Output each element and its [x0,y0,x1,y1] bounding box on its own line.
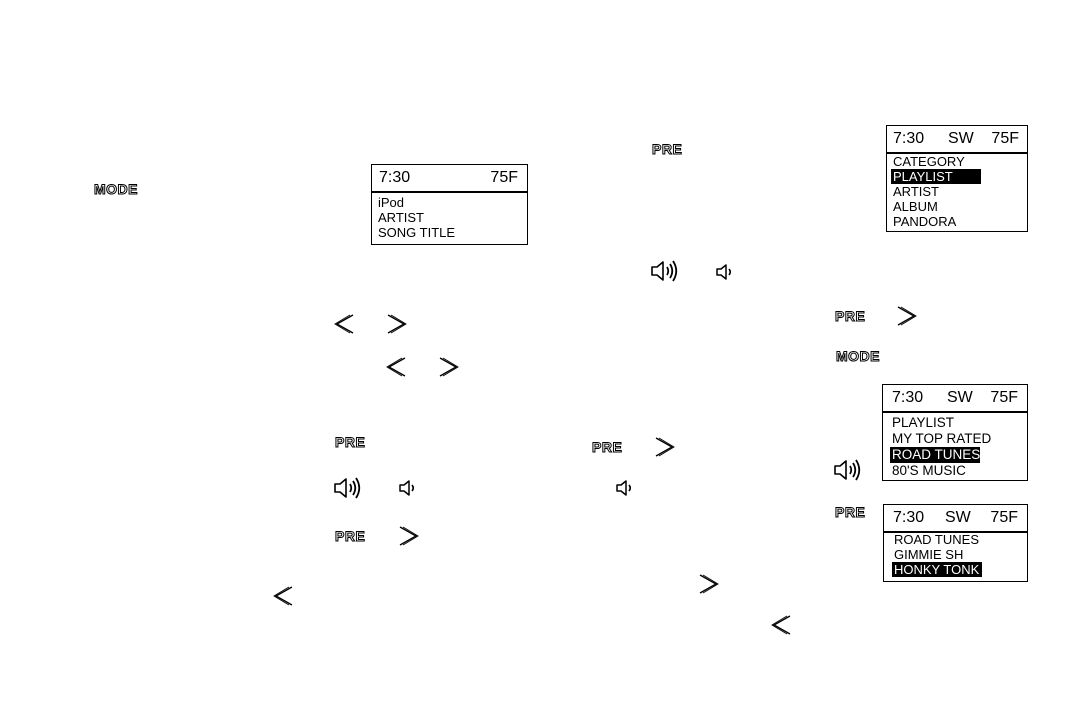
display-row-highlighted: ROAD TUNES [890,447,981,463]
display-row: iPod [378,195,405,210]
pre-label: PRE [334,434,366,450]
seek-back-icon [771,614,793,636]
display-row: ALBUM [893,199,938,214]
display-row: SONG TITLE [378,225,456,240]
display-row: PLAYLIST [892,415,955,430]
display-temperature: 75F [991,130,1019,147]
seek-forward-icon [697,573,719,595]
display-header: 7:30 SW 75F [887,126,1027,154]
display-time: 7:30 [893,130,925,147]
display-rows: ROAD TUNES GIMMIE SH HONKY TONK [892,532,1021,577]
pre-label: PRE [334,528,366,544]
display-direction: SW [945,509,971,526]
volume-up-icon [333,475,365,501]
display-time: 7:30 [379,169,411,186]
display-header: 7:30 SW 75F [884,505,1027,533]
display-tracks: 7:30 SW 75F ROAD TUNES GIMMIE SH HONKY T… [883,504,1028,582]
display-row: MY TOP RATED [892,431,992,446]
display-category: 7:30 SW 75F CATEGORY PLAYLIST ARTIST ALB… [886,125,1028,232]
display-row: ROAD TUNES [894,532,979,547]
display-row: PANDORA [893,214,957,229]
display-direction: SW [948,130,974,147]
pre-label: PRE [834,504,866,520]
display-row: GIMMIE SH [894,547,964,562]
seek-back-icon [273,585,295,607]
display-temperature: 75F [490,169,518,186]
volume-down-icon [615,477,637,499]
display-row: 80'S MUSIC [892,463,966,478]
display-direction: SW [947,389,973,406]
volume-up-icon [650,258,682,284]
display-rows: CATEGORY PLAYLIST ARTIST ALBUM PANDORA [891,154,1021,229]
display-temperature: 75F [990,389,1018,406]
mode-label: MODE [94,181,139,197]
seek-forward-icon [653,436,675,458]
seek-back-icon [334,313,356,335]
volume-down-icon [398,477,420,499]
display-playlist: 7:30 SW 75F PLAYLIST MY TOP RATED ROAD T… [882,384,1028,481]
display-time: 7:30 [892,389,924,406]
display-temperature: 75F [990,509,1018,526]
seek-forward-icon [895,305,917,327]
display-row: ARTIST [378,210,424,225]
seek-forward-icon [385,313,407,335]
display-row: ARTIST [893,184,939,199]
display-row-highlighted: HONKY TONK [892,562,1021,577]
volume-down-icon [715,261,737,283]
display-ipod: 7:30 75F iPod ARTIST SONG TITLE [371,164,528,245]
display-row: CATEGORY [893,154,965,169]
seek-back-icon [386,356,408,378]
seek-forward-icon [397,525,419,547]
pre-label: PRE [651,141,683,157]
pre-label: PRE [834,308,866,324]
display-time: 7:30 [893,509,925,526]
volume-up-icon [833,457,865,483]
display-header: 7:30 75F [372,165,527,193]
seek-forward-icon [437,356,459,378]
display-row-highlighted: PLAYLIST [891,169,1021,184]
pre-label: PRE [591,439,623,455]
display-rows: iPod ARTIST SONG TITLE [378,195,521,240]
mode-label: MODE [836,348,881,364]
display-rows: PLAYLIST MY TOP RATED ROAD TUNES 80'S MU… [890,415,1021,479]
display-header: 7:30 SW 75F [883,385,1027,413]
